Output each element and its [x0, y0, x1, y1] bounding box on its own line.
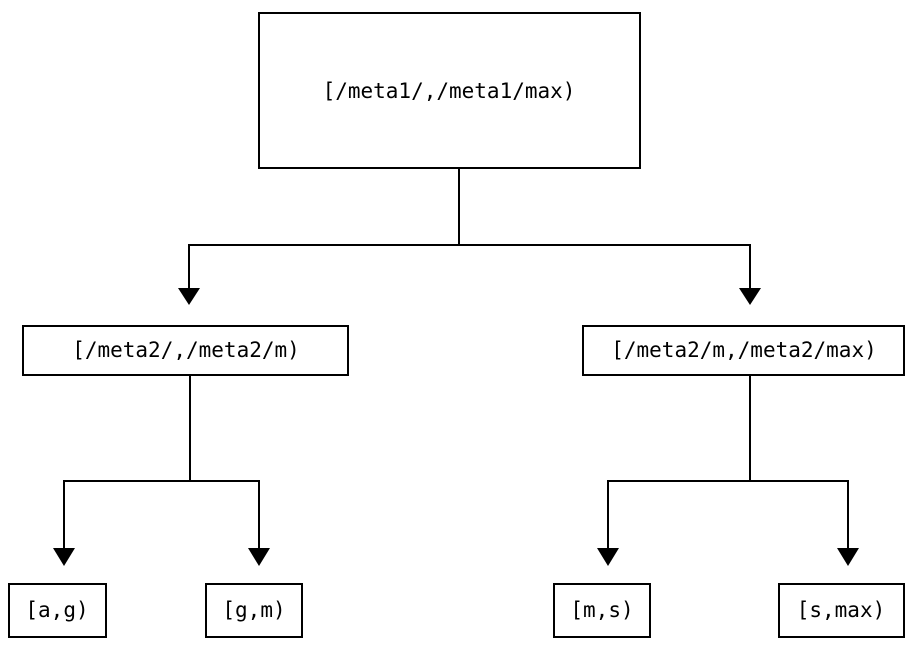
- node-mid-right-box[interactable]: [582, 325, 905, 376]
- node-root-label: [/meta1/,/meta1/max): [323, 79, 576, 103]
- node-leaf-1[interactable]: [a,g): [8, 583, 107, 638]
- arrowhead-icon: [248, 548, 270, 566]
- arrowhead-icon: [837, 548, 859, 566]
- arrowhead-icon: [597, 548, 619, 566]
- node-leaf-1-label: [a,g): [25, 598, 88, 622]
- node-leaf-3[interactable]: [m,s): [553, 583, 651, 638]
- node-mid-left-label: [/meta2/,/meta2/m): [72, 338, 300, 362]
- node-root[interactable]: [/meta1/,/meta1/max): [258, 12, 641, 169]
- node-leaf-1-box[interactable]: [8, 583, 107, 638]
- edge-mid-left-to-leaf-2: [189, 375, 270, 566]
- node-leaf-4-label: [s,max): [797, 598, 886, 622]
- node-leaf-4-box[interactable]: [778, 583, 905, 638]
- edge-root-to-mid-left: [178, 168, 460, 305]
- edge-root-to-mid-right: [458, 168, 761, 305]
- node-leaf-2[interactable]: [g,m): [205, 583, 303, 638]
- node-leaf-2-box[interactable]: [205, 583, 303, 638]
- node-mid-right[interactable]: [/meta2/m,/meta2/max): [582, 325, 905, 376]
- node-leaf-4[interactable]: [s,max): [778, 583, 905, 638]
- edge-mid-right-to-leaf-4: [749, 375, 859, 566]
- node-leaf-3-box[interactable]: [553, 583, 651, 638]
- node-mid-left[interactable]: [/meta2/,/meta2/m): [22, 325, 349, 376]
- edge-mid-right-to-leaf-3: [597, 375, 751, 566]
- node-mid-left-box[interactable]: [22, 325, 349, 376]
- node-leaf-3-label: [m,s): [570, 598, 633, 622]
- arrowhead-icon: [739, 288, 761, 305]
- node-root-box[interactable]: [258, 12, 641, 169]
- node-mid-right-label: [/meta2/m,/meta2/max): [611, 338, 877, 362]
- edge-mid-left-to-leaf-1: [53, 375, 191, 566]
- node-leaf-2-label: [g,m): [222, 598, 285, 622]
- arrowhead-icon: [178, 288, 200, 305]
- arrowhead-icon: [53, 548, 75, 566]
